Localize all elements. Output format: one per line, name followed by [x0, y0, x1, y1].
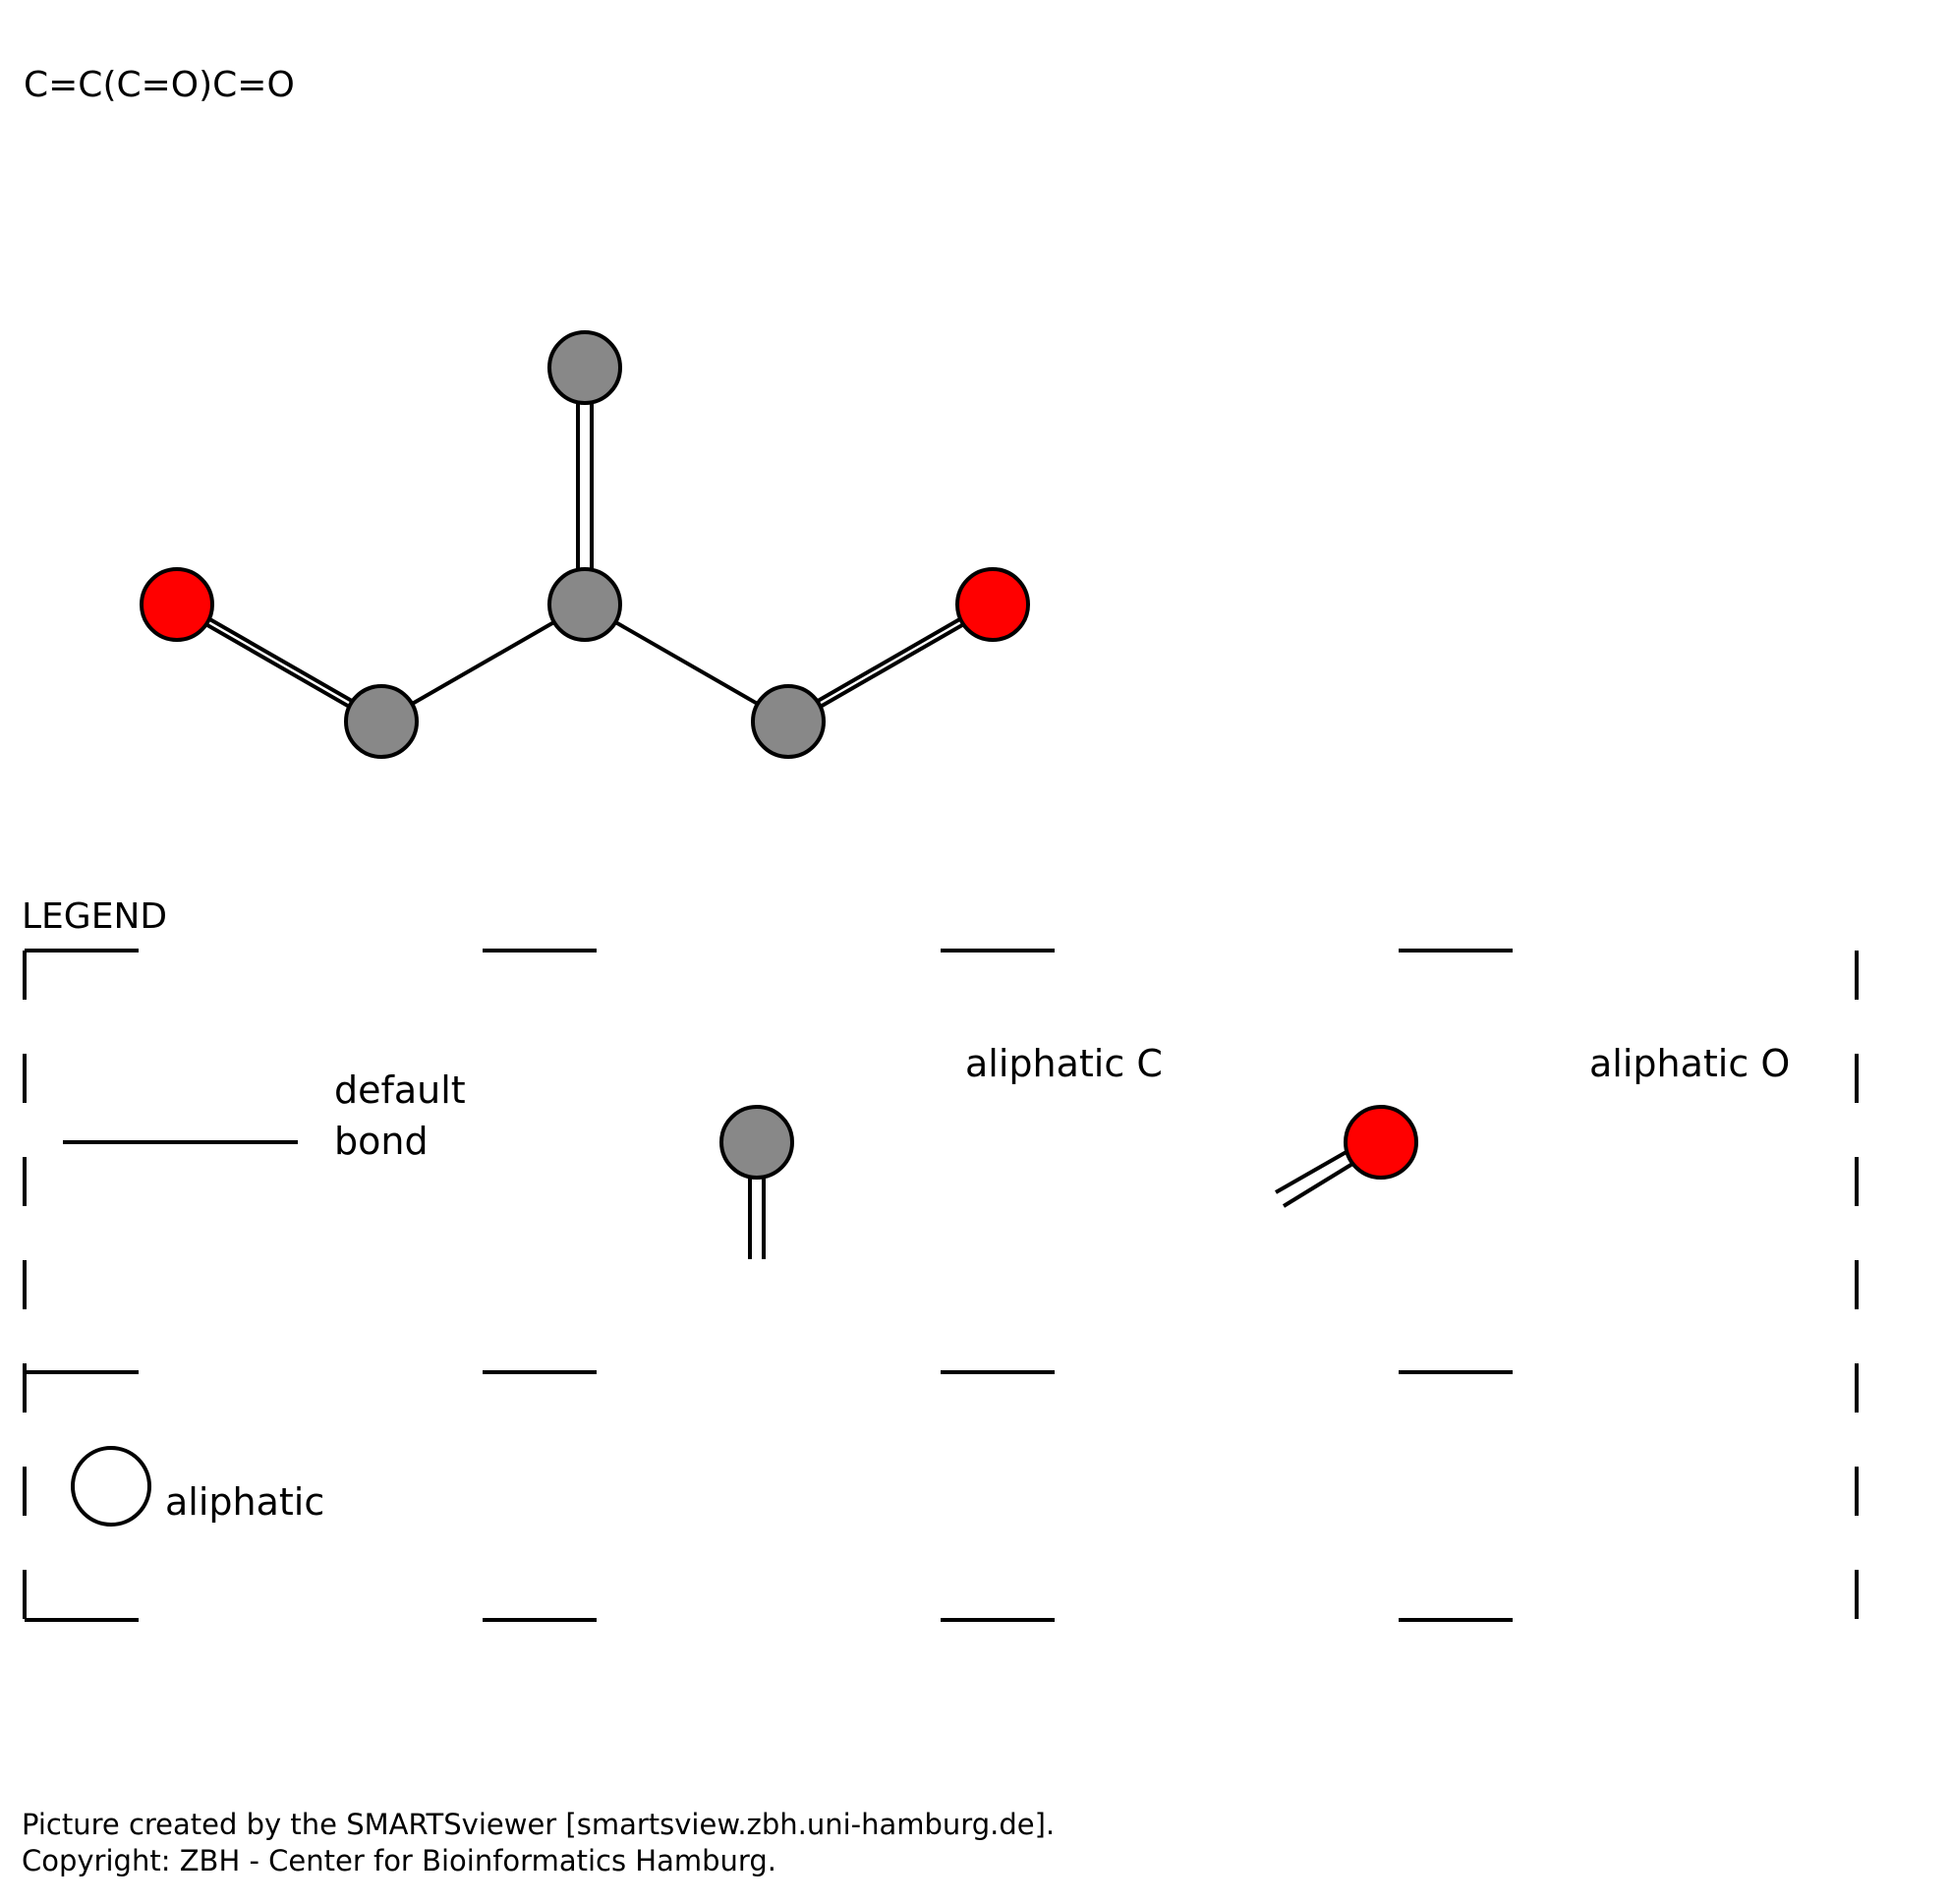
legend-label-aliphatic: aliphatic — [165, 1480, 325, 1524]
atom-o6 — [955, 567, 1030, 642]
footer-credit: Picture created by the SMARTSviewer [sma… — [22, 1807, 1055, 1879]
atom-o4 — [140, 567, 214, 642]
legend-aliphatic-o-symbol — [1275, 1105, 1418, 1208]
footer-line-1: Picture created by the SMARTSviewer [sma… — [22, 1808, 1056, 1841]
legend-label-aliphatic-o: aliphatic O — [1589, 1042, 1791, 1085]
atom-c2 — [547, 567, 622, 642]
footer-line-2: Copyright: ZBH - Center for Bioinformati… — [22, 1844, 776, 1877]
legend-aliphatic-c-symbol — [719, 1105, 794, 1259]
legend-title: LEGEND — [22, 896, 168, 937]
legend-frame — [23, 949, 1859, 1622]
molecule-bonds — [173, 364, 997, 729]
legend-aliphatic-symbol — [71, 1446, 151, 1527]
atom-c5 — [751, 684, 826, 759]
smiles-string: C=C(C=O)C=O — [24, 65, 295, 105]
atom-c1 — [547, 330, 622, 405]
atom-c3 — [344, 684, 419, 759]
legend-label-aliphatic-c: aliphatic C — [965, 1042, 1163, 1085]
bond-c2-c3 — [380, 603, 586, 723]
legend-label-default-bond: default bond — [334, 1068, 466, 1163]
bond-c2-c5 — [584, 603, 789, 723]
molecule-atoms — [140, 330, 1030, 759]
